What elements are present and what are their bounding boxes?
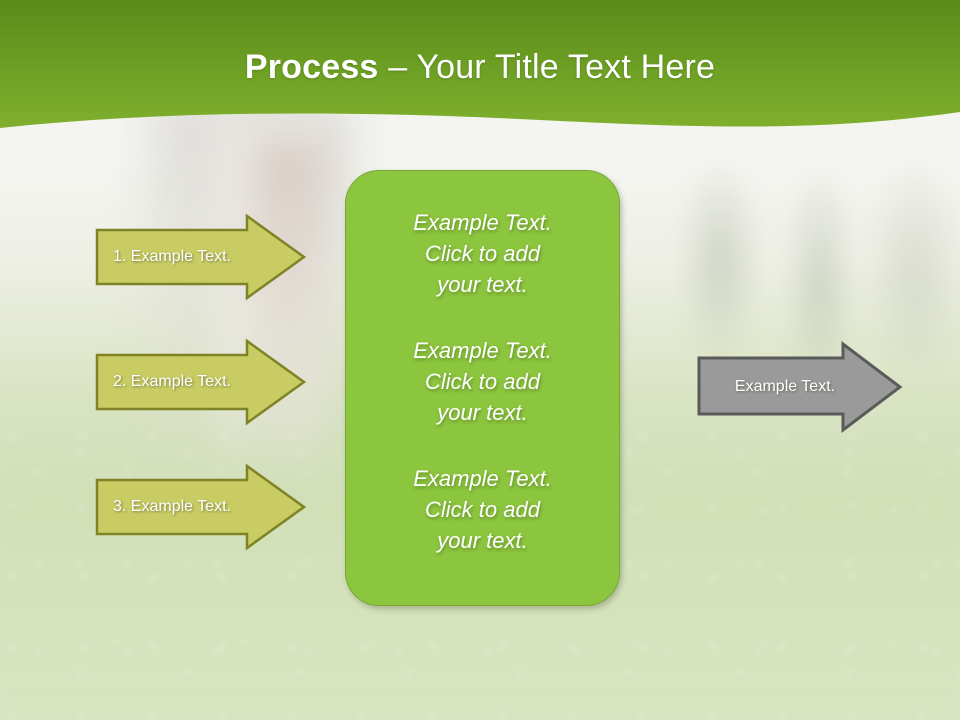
page-title-rest: – Your Title Text Here xyxy=(378,48,716,86)
background-golfer-club xyxy=(255,140,325,470)
input-arrow-3[interactable]: 3. Example Text. xyxy=(95,463,307,551)
input-arrow-2[interactable]: 2. Example Text. xyxy=(95,338,307,426)
page-title-bold: Process xyxy=(244,48,379,86)
slide-header-banner: Process – Your Title Text Here xyxy=(0,0,960,140)
process-paragraph-2: Example Text. Click to add your text. xyxy=(413,338,552,425)
output-arrow[interactable]: Example Text. xyxy=(697,341,903,433)
process-paragraph-1: Example Text. Click to add your text. xyxy=(413,210,552,297)
input-arrow-1[interactable]: 1. Example Text. xyxy=(95,213,307,301)
page-title: Process – Your Title Text Here xyxy=(0,46,960,88)
process-paragraph-3: Example Text. Click to add your text. xyxy=(413,466,552,553)
process-content-box[interactable]: Example Text. Click to add your text. Ex… xyxy=(345,170,620,606)
